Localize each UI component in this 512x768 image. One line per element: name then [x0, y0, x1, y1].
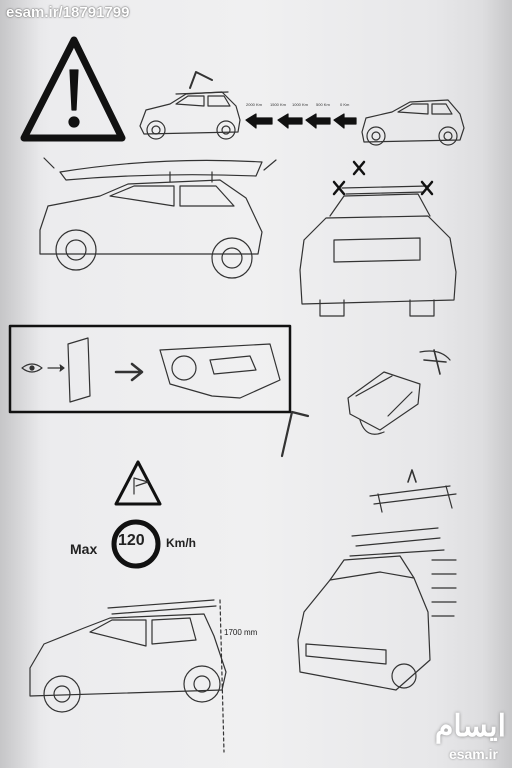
distance-label: 2000 Km — [246, 102, 263, 107]
watermark-url: esam.ir — [448, 746, 498, 762]
arrow-right-icon — [114, 362, 144, 382]
car-check-small-right — [361, 99, 465, 146]
distance-label: 1500 Km — [270, 102, 287, 107]
eye-icon — [21, 363, 43, 373]
speed-circle — [111, 519, 161, 569]
hex-key-icon — [280, 410, 310, 458]
distance-label: 1000 Km — [292, 102, 309, 107]
car-side-height — [29, 599, 227, 753]
instruction-box — [8, 324, 292, 414]
watermark-top: esam.ir/18791799 — [6, 4, 130, 21]
distance-label: 500 Km — [316, 102, 330, 107]
right-shadow — [482, 0, 512, 768]
watermark-logo: ایسام — [434, 710, 506, 743]
roof-bars-lift — [369, 469, 457, 513]
left-shadow — [0, 0, 40, 768]
wind-flag-icon — [114, 460, 162, 506]
speed-limit-prefix: Max — [70, 541, 98, 557]
roof-box-strap — [347, 349, 451, 435]
car-check-small-left — [139, 71, 241, 140]
car-front-bars — [299, 185, 457, 317]
speed-limit-value: 120 — [118, 532, 145, 549]
height-label: 1700 mm — [224, 628, 258, 637]
car-wind-front — [297, 527, 457, 691]
distance-label: 0 Km — [340, 102, 350, 107]
speed-limit-unit: Km/h — [166, 536, 196, 550]
cross-mark-icon — [332, 160, 434, 196]
arrow-left-icon — [245, 113, 357, 129]
warning-triangle-icon — [20, 36, 126, 142]
car-with-long-load — [39, 157, 277, 279]
